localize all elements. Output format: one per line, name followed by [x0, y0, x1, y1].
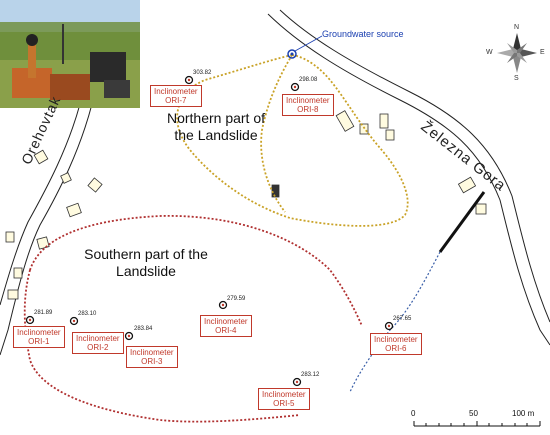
inclinometer-label-ori-8: Inclinometer ORI-8 — [282, 94, 334, 116]
elevation-ori-8: 298.08 — [299, 77, 318, 83]
inclinometer-label-ori-6: Inclinometer ORI-6 — [370, 333, 422, 355]
inclinometer-marker-icon — [292, 377, 302, 387]
inclinometer-marker-icon — [384, 321, 394, 331]
compass-rose-icon — [497, 33, 537, 73]
elevation-ori-5: 283.12 — [301, 372, 320, 378]
inclinometer-markers — [25, 75, 394, 387]
southern-area-label: Southern part of the Landslide — [72, 246, 220, 280]
inclinometer-label-line1: Inclinometer — [130, 348, 174, 357]
scale-label-100: 100 m — [512, 409, 535, 418]
inclinometer-label-ori-2: Inclinometer ORI-2 — [72, 332, 124, 354]
inclinometer-label-line2: ORI-3 — [141, 357, 163, 366]
southern-area-label-line2: Landslide — [116, 263, 176, 279]
groundwater-source-label: Groundwater source — [322, 29, 404, 39]
inclinometer-label-line2: ORI-7 — [165, 96, 187, 105]
northern-area-label-line1: Northern part of — [166, 110, 266, 126]
compass-w: W — [486, 49, 493, 56]
scale-label-0: 0 — [411, 409, 416, 418]
inclinometer-label-line1: Inclinometer — [286, 96, 330, 105]
southern-area-label-line1: Southern part of the — [84, 246, 208, 262]
compass-n: N — [514, 24, 520, 31]
northern-area-label: Northern part of the Landslide — [156, 110, 276, 144]
inclinometer-label-line2: ORI-2 — [87, 343, 109, 352]
inclinometer-label-ori-1: Inclinometer ORI-1 — [13, 326, 65, 348]
inclinometer-label-ori-5: Inclinometer ORI-5 — [258, 388, 310, 410]
inclinometer-marker-icon — [69, 316, 79, 326]
inclinometer-label-line2: ORI-5 — [273, 399, 295, 408]
scale-bar — [413, 421, 541, 427]
northern-area-label-line2: the Landslide — [174, 127, 258, 143]
elevation-ori-1: 281.89 — [34, 310, 53, 316]
compass-s: S — [514, 75, 519, 82]
inclinometer-label-line1: Inclinometer — [154, 87, 198, 96]
road-zelezna-gora — [267, 9, 550, 346]
inclinometer-marker-icon — [124, 331, 134, 341]
inclinometer-label-line1: Inclinometer — [76, 334, 120, 343]
inclinometer-label-line1: Inclinometer — [262, 390, 306, 399]
scale-label-50: 50 — [469, 409, 478, 418]
elevation-ori-4: 279.59 — [227, 296, 246, 302]
retaining-wall — [438, 191, 486, 253]
elevation-ori-3: 283.84 — [134, 326, 153, 332]
inclinometer-label-ori-7: Inclinometer ORI-7 — [150, 85, 202, 107]
groundwater-source-icon — [287, 35, 323, 59]
inclinometer-marker-icon — [184, 75, 194, 85]
inclinometer-label-line1: Inclinometer — [374, 335, 418, 344]
inclinometer-label-line2: ORI-6 — [385, 344, 407, 353]
inclinometer-marker-icon — [218, 300, 228, 310]
elevation-ori-7: 303.82 — [193, 70, 212, 76]
inclinometer-label-line2: ORI-4 — [215, 326, 237, 335]
inclinometer-label-ori-4: Inclinometer ORI-4 — [200, 315, 252, 337]
inclinometer-label-line1: Inclinometer — [204, 317, 248, 326]
elevation-ori-2: 283.10 — [78, 311, 97, 317]
inclinometer-label-line1: Inclinometer — [17, 328, 61, 337]
elevation-ori-6: 267.65 — [393, 316, 412, 322]
inclinometer-label-ori-3: Inclinometer ORI-3 — [126, 346, 178, 368]
drainage-line — [349, 251, 441, 393]
southern-landslide-boundary — [23, 215, 363, 423]
inclinometer-marker-icon — [25, 315, 35, 325]
inclinometer-marker-icon — [290, 82, 300, 92]
compass-e: E — [540, 49, 545, 56]
field-photo — [0, 0, 140, 108]
inclinometer-label-line2: ORI-1 — [28, 337, 50, 346]
inclinometer-label-line2: ORI-8 — [297, 105, 319, 114]
